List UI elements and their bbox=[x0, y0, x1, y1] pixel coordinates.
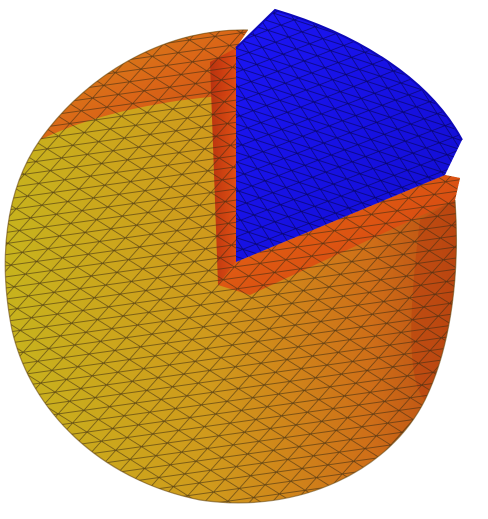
blue-wedge bbox=[235, 8, 463, 262]
body-outline bbox=[4, 29, 457, 504]
